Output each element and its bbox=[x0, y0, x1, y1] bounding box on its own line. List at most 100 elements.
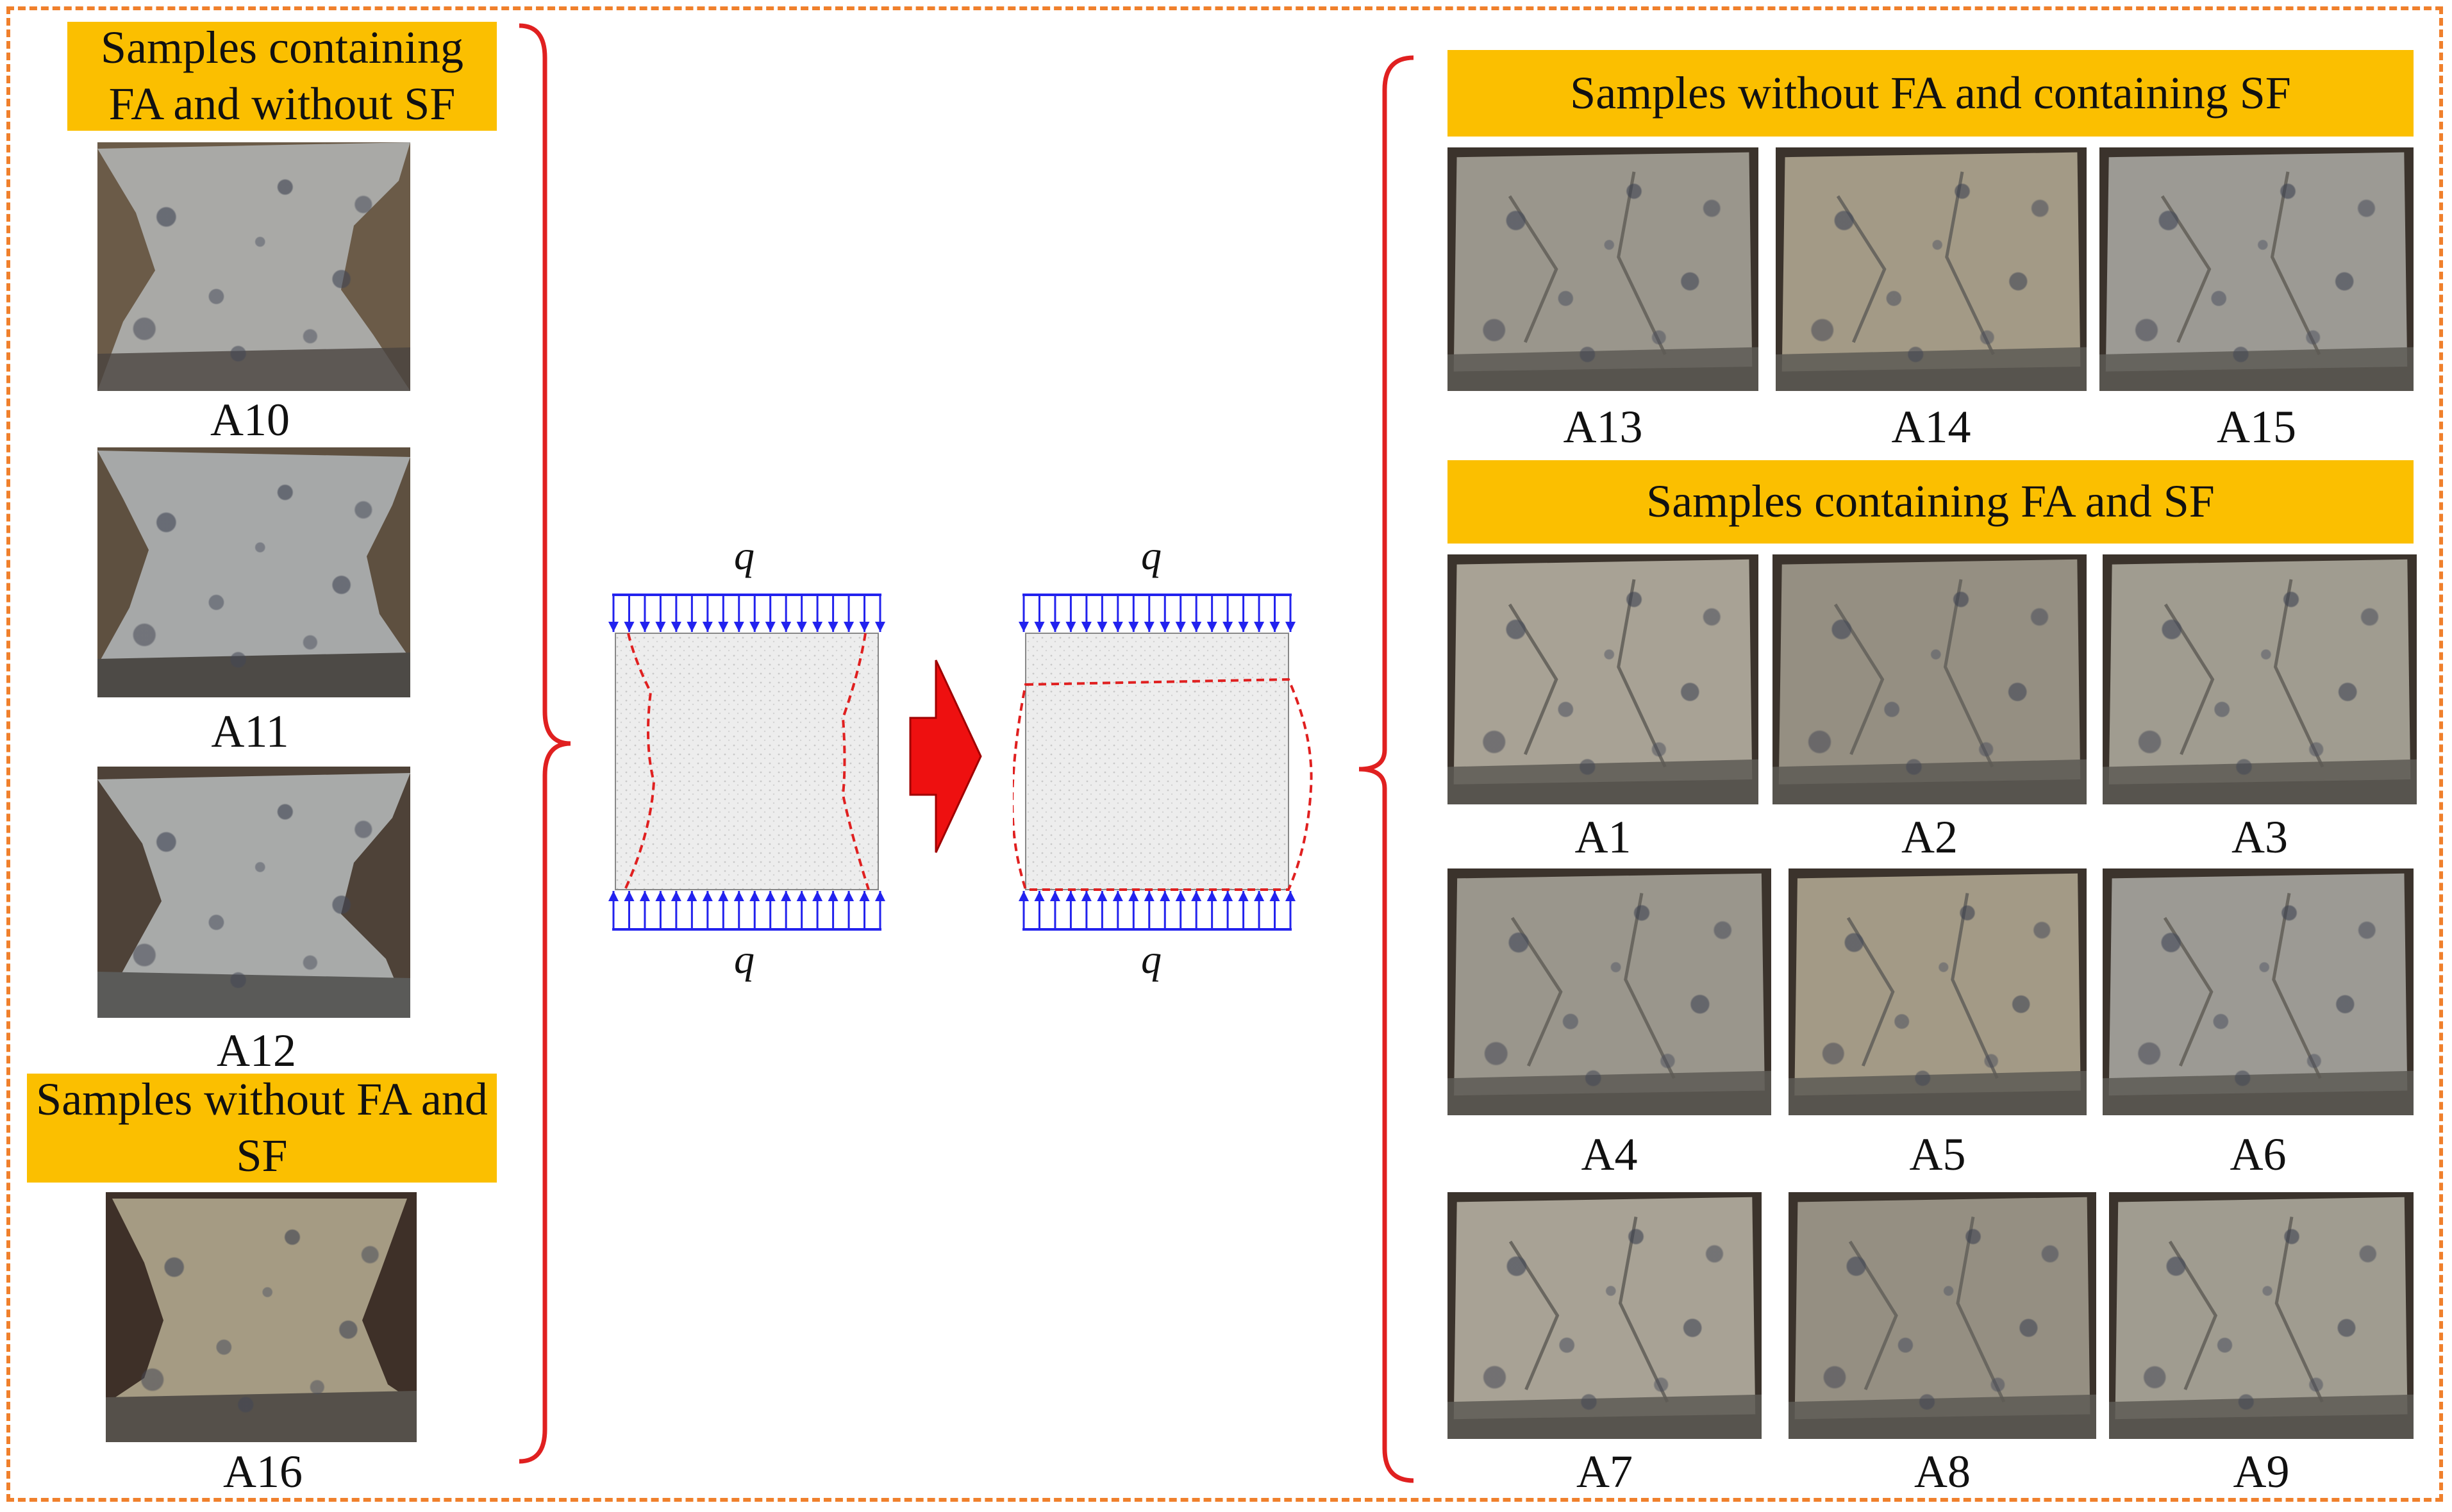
cube-diagram-left bbox=[608, 594, 885, 931]
load-arrow bbox=[687, 595, 697, 632]
load-arrow bbox=[1238, 891, 1249, 929]
load-arrow bbox=[844, 595, 855, 632]
banner-no-fa-no-sf: Samples without FA and SF bbox=[27, 1074, 497, 1183]
label-a4: A4 bbox=[1581, 1129, 1638, 1180]
load-arrow bbox=[655, 891, 666, 929]
sample-photo-a14 bbox=[1776, 147, 2087, 391]
load-arrow bbox=[1238, 595, 1249, 632]
load-arrow bbox=[1222, 891, 1233, 929]
load-arrow bbox=[624, 595, 635, 632]
load-arrow bbox=[844, 891, 855, 929]
left-brace bbox=[519, 23, 571, 1464]
load-arrow bbox=[1112, 595, 1123, 632]
sample-photo-a16 bbox=[106, 1192, 417, 1442]
load-arrow bbox=[1081, 595, 1092, 632]
label-a13: A13 bbox=[1563, 401, 1643, 453]
load-arrow bbox=[639, 595, 650, 632]
sample-photo-a9 bbox=[2109, 1192, 2414, 1439]
load-arrow bbox=[608, 891, 619, 929]
load-arrow bbox=[1285, 891, 1296, 929]
sample-photo-a2 bbox=[1772, 554, 2087, 804]
load-arrow bbox=[1254, 891, 1265, 929]
load-label-top-left: q bbox=[734, 533, 755, 578]
load-arrow bbox=[1019, 891, 1029, 929]
load-arrow bbox=[1285, 595, 1296, 632]
sample-photo-a10 bbox=[97, 142, 410, 391]
load-label-top-right: q bbox=[1141, 533, 1162, 578]
load-arrow bbox=[1175, 595, 1186, 632]
load-arrow bbox=[655, 595, 666, 632]
label-a9: A9 bbox=[2233, 1446, 2290, 1497]
load-arrow bbox=[749, 595, 760, 632]
label-a7: A7 bbox=[1576, 1446, 1633, 1497]
load-arrow bbox=[1191, 891, 1202, 929]
cube-diagram-right bbox=[1013, 594, 1313, 931]
load-arrow bbox=[1034, 891, 1045, 929]
load-arrow bbox=[1065, 595, 1076, 632]
banner-fa-no-sf: Samples containing FA and without SF bbox=[67, 22, 497, 131]
right-brace bbox=[1358, 55, 1414, 1483]
load-arrow bbox=[1269, 891, 1280, 929]
load-arrow bbox=[1206, 891, 1217, 929]
load-arrow bbox=[875, 891, 885, 929]
load-arrow bbox=[1081, 891, 1092, 929]
load-arrow bbox=[859, 891, 870, 929]
load-arrow bbox=[1097, 595, 1108, 632]
load-arrow bbox=[812, 891, 823, 929]
load-arrow bbox=[859, 595, 870, 632]
load-arrow bbox=[1160, 891, 1171, 929]
load-label-bottom-right: q bbox=[1141, 936, 1162, 982]
load-arrow bbox=[1175, 891, 1186, 929]
load-arrow bbox=[1206, 595, 1217, 632]
label-a1: A1 bbox=[1574, 811, 1631, 863]
sample-photo-a4 bbox=[1447, 868, 1771, 1115]
load-arrow bbox=[1222, 595, 1233, 632]
sample-photo-a13 bbox=[1447, 147, 1758, 391]
load-arrow bbox=[1191, 595, 1202, 632]
load-arrow bbox=[875, 595, 885, 632]
load-label-bottom-left: q bbox=[734, 936, 755, 982]
transition-arrow bbox=[909, 660, 982, 853]
load-arrow bbox=[608, 595, 619, 632]
load-arrow bbox=[1144, 891, 1155, 929]
load-arrow bbox=[702, 595, 713, 632]
label-a2: A2 bbox=[1901, 811, 1958, 863]
load-arrow bbox=[812, 595, 823, 632]
load-arrow bbox=[781, 595, 792, 632]
sample-photo-a15 bbox=[2099, 147, 2414, 391]
load-arrow bbox=[718, 891, 729, 929]
label-a3: A3 bbox=[2231, 811, 2288, 863]
load-arrow bbox=[718, 595, 729, 632]
load-arrow bbox=[702, 891, 713, 929]
load-arrow bbox=[765, 891, 776, 929]
sample-photo-a6 bbox=[2103, 868, 2414, 1115]
sample-photo-a1 bbox=[1447, 554, 1758, 804]
load-arrow bbox=[1049, 595, 1060, 632]
load-arrow bbox=[749, 891, 760, 929]
load-arrow bbox=[733, 595, 744, 632]
label-a11: A11 bbox=[211, 706, 289, 757]
load-arrow bbox=[733, 891, 744, 929]
load-arrow bbox=[1034, 595, 1045, 632]
load-arrow bbox=[671, 891, 681, 929]
load-arrow bbox=[671, 595, 681, 632]
load-arrow bbox=[687, 891, 697, 929]
label-a16: A16 bbox=[223, 1446, 303, 1497]
load-arrow bbox=[1097, 891, 1108, 929]
load-arrow bbox=[796, 595, 807, 632]
banner-no-fa-sf: Samples without FA and containing SF bbox=[1447, 50, 2414, 137]
load-arrow bbox=[1128, 595, 1139, 632]
load-arrow bbox=[828, 595, 838, 632]
load-arrow bbox=[796, 891, 807, 929]
label-a12: A12 bbox=[217, 1025, 296, 1076]
load-arrow bbox=[1065, 891, 1076, 929]
load-arrow bbox=[1269, 595, 1280, 632]
load-arrow bbox=[1144, 595, 1155, 632]
label-a14: A14 bbox=[1891, 401, 1971, 453]
label-a10: A10 bbox=[210, 394, 290, 445]
banner-fa-sf: Samples containing FA and SF bbox=[1447, 460, 2414, 544]
load-arrow bbox=[765, 595, 776, 632]
sample-photo-a12 bbox=[97, 767, 410, 1018]
sample-photo-a11 bbox=[97, 447, 410, 697]
load-arrow bbox=[1019, 595, 1029, 632]
